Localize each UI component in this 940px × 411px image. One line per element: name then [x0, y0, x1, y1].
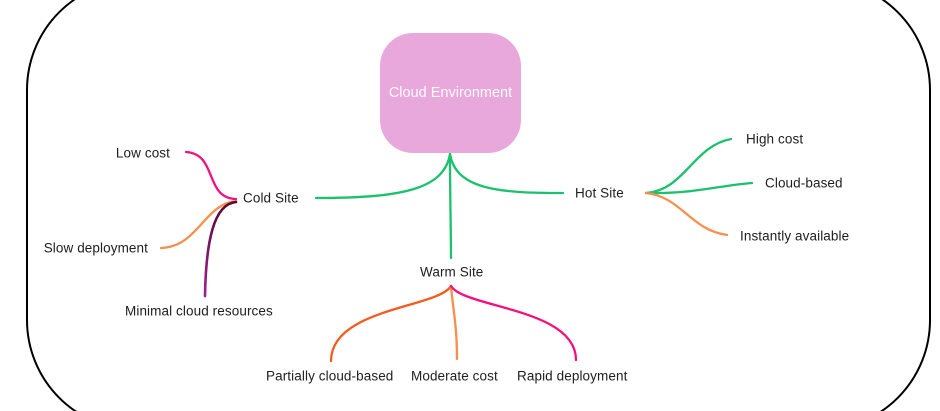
node-moderate-cost: Moderate cost: [411, 368, 498, 384]
edge-warm-moderate-cost: [449, 284, 459, 361]
node-slow-deployment: Slow deployment: [43, 240, 148, 256]
node-high-cost: High cost: [746, 131, 804, 147]
edge-hot-cloud-based: [644, 181, 754, 195]
node-minimal-cloud-resources: Minimal cloud resources: [125, 303, 273, 319]
edge-root-cold-site: [314, 152, 452, 200]
edge-hot-instantly-available: [644, 191, 729, 237]
node-partially-cloud-based: Partially cloud-based: [266, 368, 394, 384]
node-instantly-available: Instantly available: [740, 228, 850, 244]
node-rapid-deployment: Rapid deployment: [517, 368, 628, 384]
edge-warm-rapid-deployment: [449, 284, 578, 362]
node-cloud-based: Cloud-based: [765, 175, 843, 191]
node-low-cost: Low cost: [115, 145, 170, 161]
edge-warm-partially-cloud-based: [329, 284, 453, 363]
root-node-shape: [380, 33, 521, 153]
node-cold-site: Cold Site: [243, 190, 299, 206]
edge-cold-minimal-cloud-resources: [203, 200, 238, 298]
node-warm-site: Warm Site: [420, 264, 484, 280]
edge-cold-slow-deployment: [159, 199, 238, 250]
edge-cold-low-cost: [184, 150, 238, 201]
edge-root-hot-site: [448, 152, 565, 195]
root-node-label: Cloud Environment: [388, 85, 513, 101]
frame-border: [26, 0, 931, 411]
node-hot-site: Hot Site: [575, 185, 624, 201]
edge-hot-high-cost: [644, 137, 733, 195]
edge-root-warm-site: [448, 152, 453, 260]
